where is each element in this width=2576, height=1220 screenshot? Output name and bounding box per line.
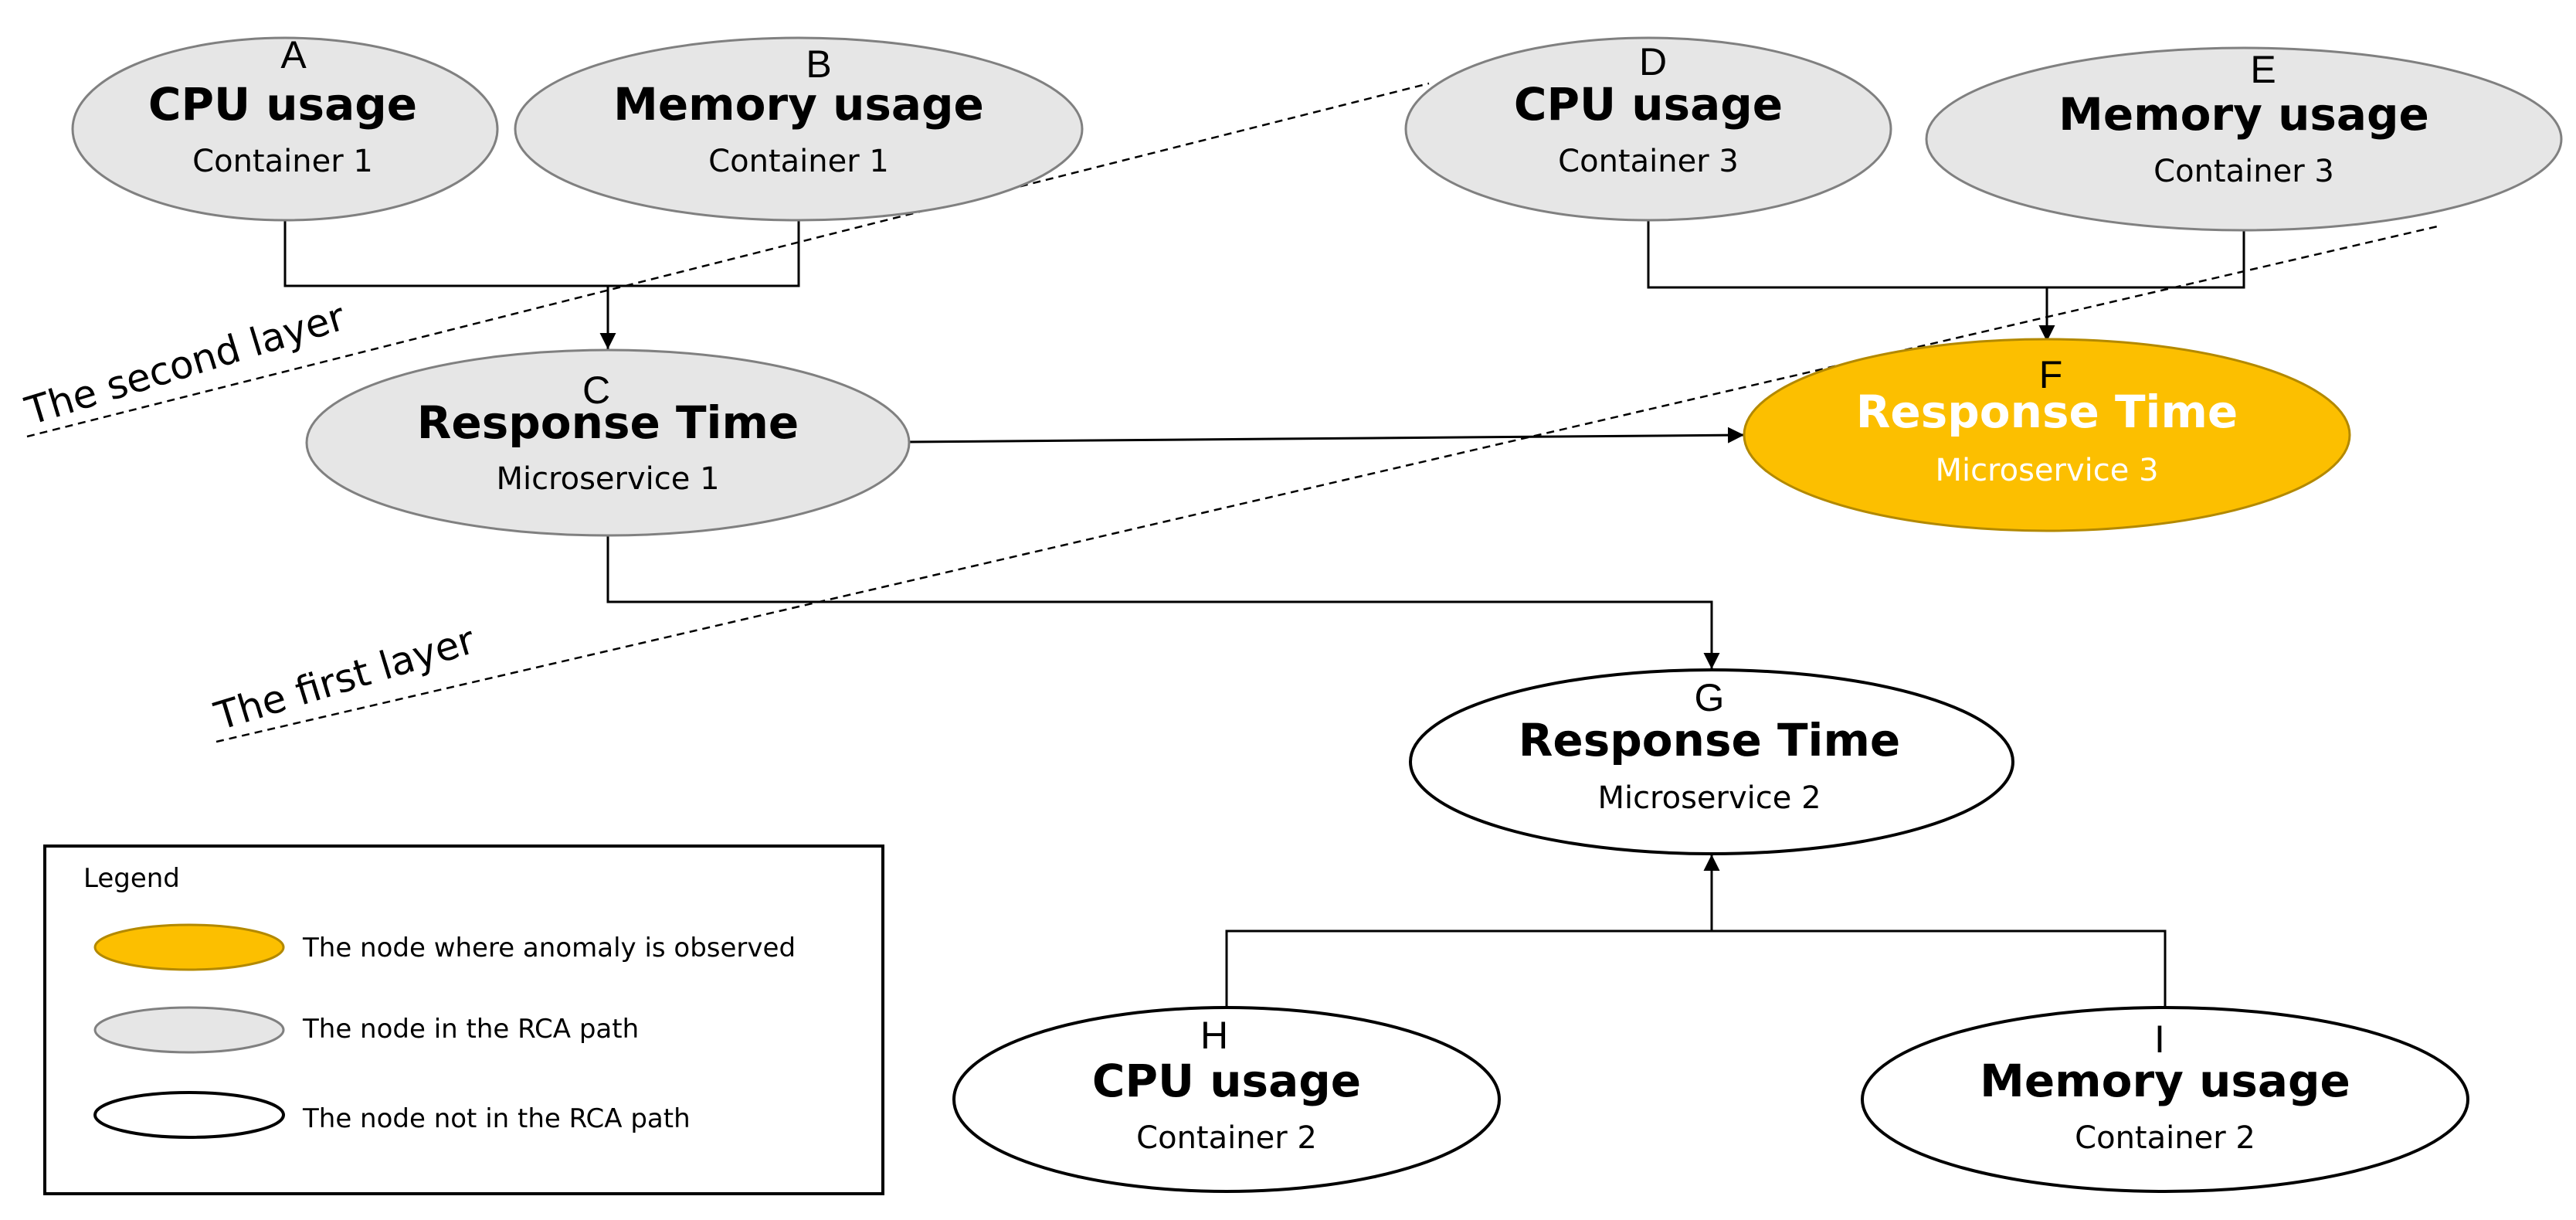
node-f: F Response Time Microservice 3 <box>1743 338 2351 532</box>
second-layer-label: The second layer <box>20 294 351 434</box>
edge-b-to-c <box>599 220 800 349</box>
node-e: E Memory usage Container 3 <box>1925 46 2563 232</box>
edge-e-to-f <box>2038 229 2245 342</box>
node-c-title: Response Time <box>417 396 799 449</box>
node-i: I Memory usage Container 2 <box>1861 1006 2469 1193</box>
node-a-subtitle: Container 1 <box>192 144 373 179</box>
node-g: G Response Time Microservice 2 <box>1409 668 2014 855</box>
node-b-subtitle: Container 1 <box>708 144 889 179</box>
legend: Legend The node where anomaly is observe… <box>43 844 884 1195</box>
node-g-ellipse <box>1409 668 2014 855</box>
legend-swatch-not-rca-path <box>93 1091 285 1139</box>
node-a: A CPU usage Container 1 <box>71 33 499 222</box>
edge-c-to-f <box>907 426 1745 443</box>
node-e-subtitle: Container 3 <box>2153 154 2334 189</box>
node-e-ellipse <box>1925 46 2563 232</box>
legend-swatch-rca-path <box>93 1006 285 1054</box>
edge-d-to-f <box>1647 220 2047 289</box>
node-c-ellipse <box>305 348 911 537</box>
node-e-title: Memory usage <box>2058 88 2429 141</box>
node-c-subtitle: Microservice 1 <box>496 461 719 497</box>
node-a-letter: A <box>280 33 307 76</box>
legend-swatch-anomaly <box>93 923 285 971</box>
node-b-ellipse <box>514 36 1084 222</box>
edges <box>283 220 2245 1008</box>
node-f-title: Response Time <box>1856 386 2238 438</box>
node-g-letter: G <box>1695 676 1725 719</box>
first-layer-label: The first layer <box>209 617 480 739</box>
second-layer-divider <box>26 82 1430 438</box>
edge-i-to-g <box>1703 855 2167 1008</box>
node-d-ellipse <box>1404 36 1892 222</box>
node-h: H CPU usage Container 2 <box>952 1006 1501 1193</box>
legend-label-rca-path: The node in the RCA path <box>302 1014 639 1045</box>
node-i-letter: I <box>2154 1018 2165 1061</box>
node-f-letter: F <box>2039 353 2063 396</box>
node-h-ellipse <box>952 1006 1501 1193</box>
node-f-ellipse <box>1743 338 2351 532</box>
node-b: B Memory usage Container 1 <box>514 36 1084 222</box>
node-c-letter: C <box>582 369 610 412</box>
node-a-title: CPU usage <box>148 78 417 131</box>
node-f-subtitle: Microservice 3 <box>1935 453 2158 488</box>
node-c: C Response Time Microservice 1 <box>305 348 911 537</box>
node-h-letter: H <box>1200 1014 1228 1057</box>
node-i-title: Memory usage <box>1980 1055 2350 1107</box>
node-g-subtitle: Microservice 2 <box>1597 780 1821 816</box>
node-d-title: CPU usage <box>1514 78 1783 131</box>
legend-label-not-rca-path: The node not in the RCA path <box>302 1103 691 1134</box>
legend-label-anomaly: The node where anomaly is observed <box>302 933 796 963</box>
node-b-letter: B <box>806 42 831 86</box>
node-d-subtitle: Container 3 <box>1558 144 1739 179</box>
node-e-letter: E <box>2250 48 2276 91</box>
node-b-title: Memory usage <box>613 78 984 131</box>
edge-h-to-g <box>1225 929 1712 1008</box>
node-i-ellipse <box>1861 1006 2469 1193</box>
node-a-ellipse <box>71 36 499 222</box>
node-d-letter: D <box>1639 40 1667 83</box>
edge-c-to-g <box>606 535 1720 669</box>
node-i-subtitle: Container 2 <box>2075 1120 2255 1156</box>
legend-title: Legend <box>83 863 180 894</box>
node-d: D CPU usage Container 3 <box>1404 36 1892 222</box>
edge-a-to-c <box>283 220 608 287</box>
node-g-title: Response Time <box>1519 714 1900 766</box>
node-h-title: CPU usage <box>1092 1055 1361 1107</box>
node-h-subtitle: Container 2 <box>1136 1120 1317 1156</box>
